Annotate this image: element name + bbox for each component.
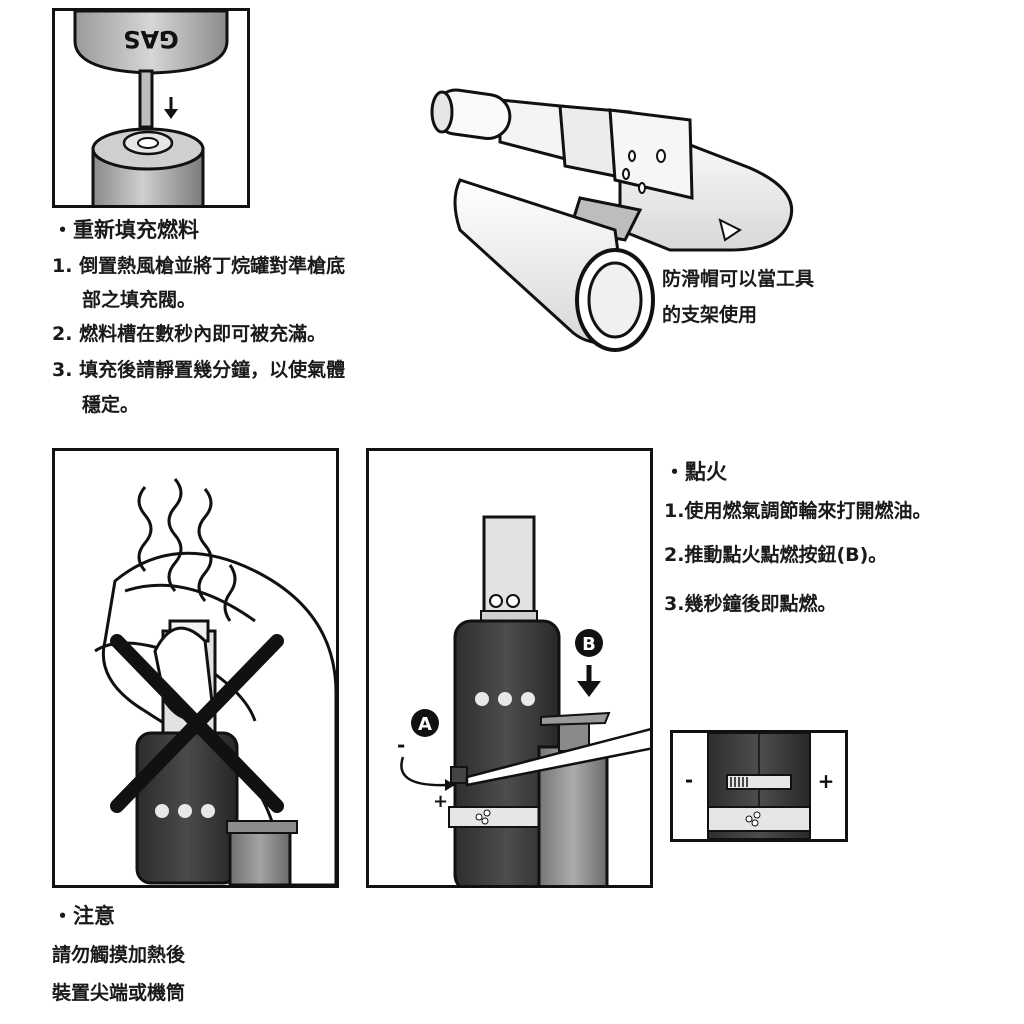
ignition-illustration: A - + B	[366, 448, 653, 888]
cap-note-line1: 防滑帽可以當工具	[662, 268, 815, 290]
refill-step-2: 2. 燃料槽在數秒內即可被充滿。	[52, 325, 326, 344]
refill-step-1-line2: 部之填充閥。	[82, 289, 197, 311]
cap-note-line2: 的支架使用	[662, 304, 758, 326]
refill-illustration: GAS	[52, 8, 250, 208]
ignition-step-2: 2.推動點火點燃按鈕(B)。	[664, 544, 888, 566]
caution-illustration	[52, 448, 339, 888]
ignition-heading: ・點火	[664, 460, 727, 484]
label-b-badge	[575, 629, 603, 657]
refill-step-2-line1: 燃料槽在數秒內即可被充滿。	[79, 323, 327, 345]
ignition-step-1: 1.使用燃氣調節輪來打開燃油。	[664, 500, 932, 522]
ignition-drawing: A - + B	[397, 515, 650, 885]
wheel-minus-sign: -	[397, 733, 405, 757]
refill-step-1: 1. 倒置熱風槍並將丁烷罐對準槍底	[52, 257, 345, 276]
refill-heading: ・重新填充燃料	[52, 218, 199, 242]
gas-can-refill-drawing: GAS	[73, 11, 229, 205]
gas-wheel-zoom-drawing: - +	[685, 733, 835, 839]
label-a: A	[418, 714, 432, 735]
do-not-touch-drawing	[94, 478, 336, 885]
gas-wheel-slider	[726, 774, 792, 790]
caution-line2: 裝置尖端或機筒	[52, 982, 186, 1004]
refill-step-1-line1: 倒置熱風槍並將丁烷罐對準槍底	[79, 255, 346, 277]
caution-heading: ・注意	[52, 904, 115, 928]
refill-step-3-line2: 穩定。	[82, 394, 140, 416]
rotate-arrow-icon	[400, 756, 448, 787]
gas-can-label: GAS	[123, 25, 179, 53]
refill-step-3-num: 3.	[52, 359, 73, 381]
gas-nozzle	[138, 69, 154, 129]
label-b: B	[582, 634, 596, 655]
caution-line1: 請勿觸摸加熱後	[52, 944, 186, 966]
ignition-step-3: 3.幾秒鐘後即點燃。	[664, 593, 837, 615]
refill-step-2-num: 2.	[52, 323, 73, 345]
refill-step-1-num: 1.	[52, 255, 73, 277]
ignition-button	[537, 745, 609, 885]
torch-with-cap-drawing	[430, 88, 793, 352]
refill-step-3-line1: 填充後請靜置幾分鐘，以使氣體	[79, 359, 346, 381]
detail-plus-sign: +	[818, 769, 835, 793]
wheel-plus-sign: +	[433, 791, 448, 812]
detail-minus-sign: -	[685, 768, 693, 792]
label-a-badge	[411, 709, 439, 737]
refill-step-3: 3. 填充後請靜置幾分鐘，以使氣體	[52, 361, 345, 380]
gas-wheel-detail: - +	[670, 730, 848, 842]
torch-head	[608, 108, 694, 200]
